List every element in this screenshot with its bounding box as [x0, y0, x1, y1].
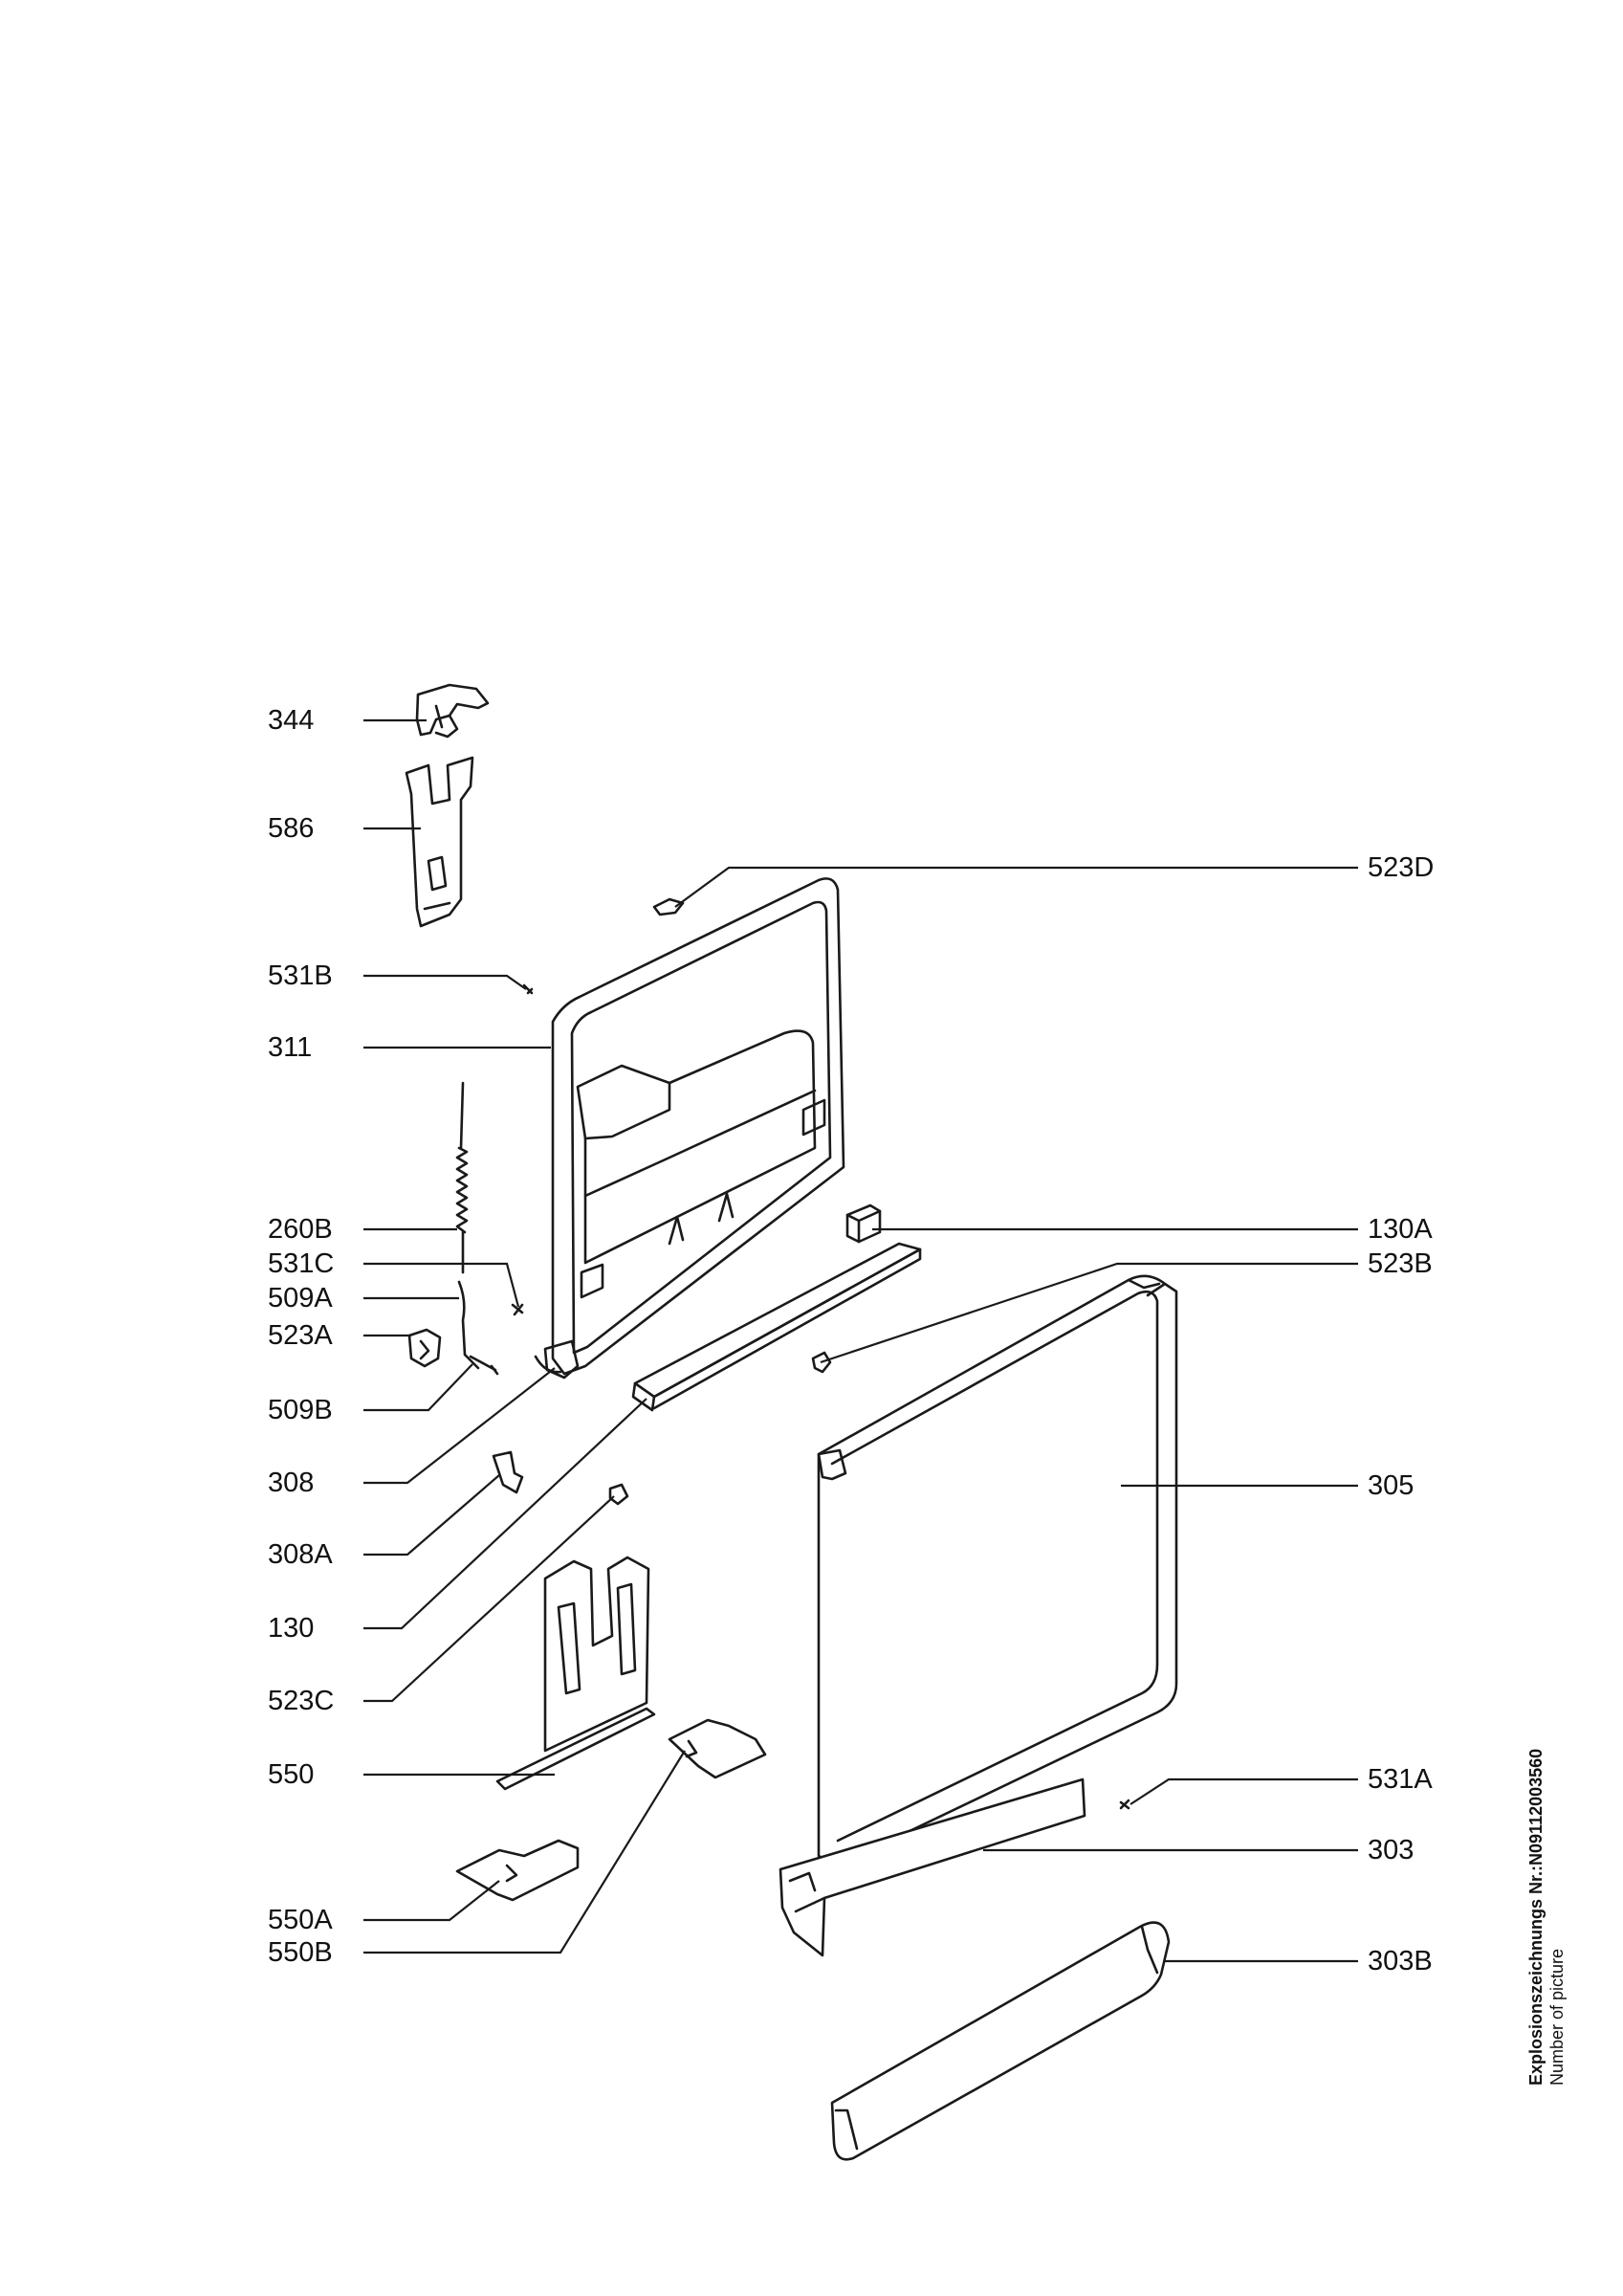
part-260B-spring [455, 1081, 469, 1274]
label-531C: 531C [268, 1248, 335, 1279]
part-311-inner-door [543, 877, 845, 1380]
leader-lines-right [674, 866, 1358, 1963]
label-523D: 523D [1368, 852, 1435, 883]
label-531A: 531A [1368, 1764, 1433, 1795]
part-509B-rod [469, 1355, 499, 1376]
part-308-hinge [534, 1355, 562, 1374]
label-509B: 509B [268, 1395, 333, 1425]
part-308A-bracket [492, 1450, 524, 1494]
part-550B-slide [668, 1718, 767, 1779]
label-550B: 550B [268, 1937, 333, 1968]
part-523C-clip [608, 1483, 629, 1506]
label-308: 308 [268, 1468, 315, 1498]
label-550: 550 [268, 1759, 315, 1790]
label-260B: 260B [268, 1214, 333, 1245]
part-130A-block [845, 1203, 882, 1244]
part-531C-screw [511, 1303, 524, 1316]
label-344: 344 [268, 705, 315, 736]
label-509A: 509A [268, 1283, 333, 1314]
leader-lines-left [363, 718, 686, 1954]
label-531B: 531B [268, 960, 333, 991]
picture-number-text: Explosionszeichnungs Nr.:N09112003560 Nu… [1525, 1749, 1568, 2086]
label-130: 130 [268, 1613, 315, 1644]
label-586: 586 [268, 813, 315, 844]
part-550-base [495, 1556, 656, 1791]
part-550A-slide [455, 1839, 580, 1902]
part-303-profile [779, 1777, 1086, 1957]
label-308A: 308A [268, 1539, 333, 1570]
label-130A: 130A [1368, 1214, 1433, 1245]
part-509A-rod [457, 1280, 480, 1370]
label-305: 305 [1368, 1470, 1415, 1501]
part-523D-clip [652, 897, 685, 916]
picture-number-subtitle: Number of picture [1547, 1948, 1567, 2086]
label-303B: 303B [1368, 1946, 1433, 1976]
label-523C: 523C [268, 1686, 335, 1716]
label-311: 311 [268, 1032, 313, 1063]
part-344-clip [415, 683, 490, 739]
picture-number-title: Explosionszeichnungs Nr.:N09112003560 [1526, 1748, 1546, 2086]
part-305-outer-door [817, 1274, 1178, 1867]
part-531B-screw [522, 983, 534, 995]
part-531A-screw [1119, 1799, 1130, 1810]
label-550A: 550A [268, 1905, 333, 1935]
part-303B-handle [830, 1921, 1171, 2161]
part-523A-clip [407, 1328, 442, 1368]
part-586-bracket [405, 756, 474, 928]
label-523A: 523A [268, 1320, 333, 1351]
label-523B: 523B [1368, 1248, 1433, 1279]
label-303: 303 [1368, 1835, 1415, 1866]
